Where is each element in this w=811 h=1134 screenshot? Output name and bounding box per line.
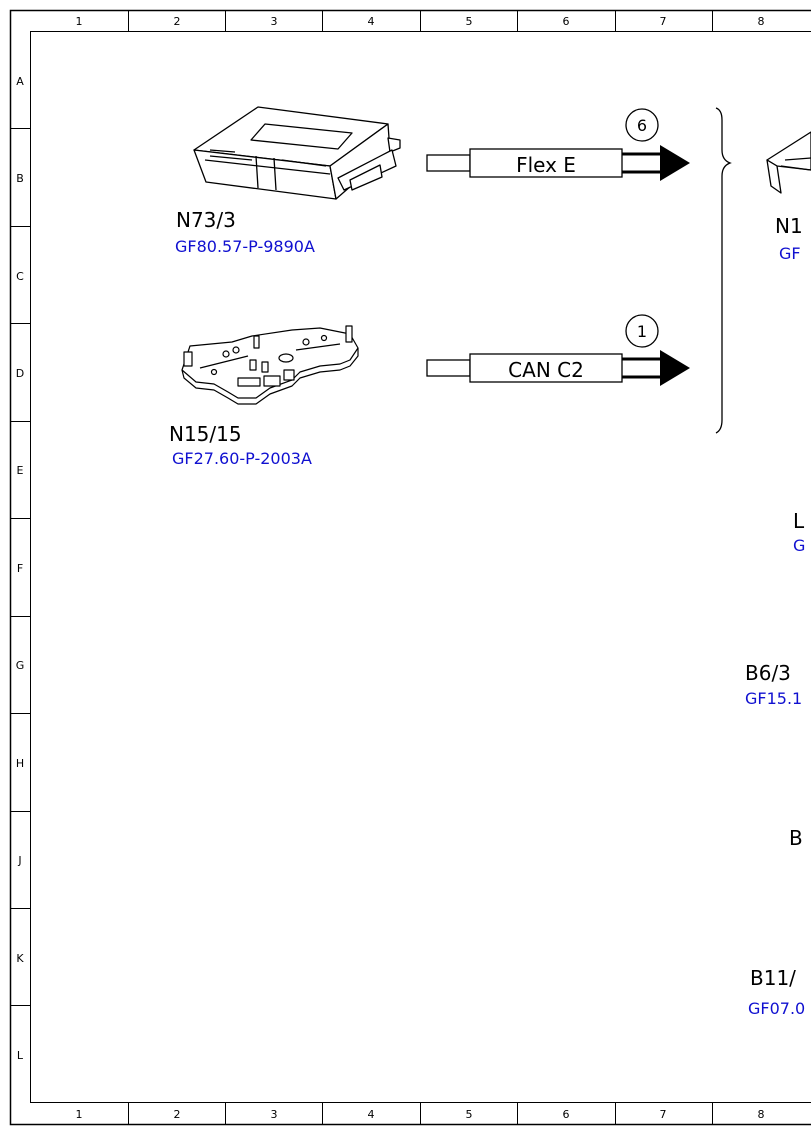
- column-number: 1: [76, 1108, 83, 1121]
- row-letter: F: [17, 562, 23, 575]
- column-number: 7: [660, 15, 667, 28]
- bus-label: Flex E: [516, 153, 576, 177]
- row-letters: A B C D E F G H J K L: [16, 75, 25, 1062]
- component-id: N1: [775, 214, 803, 238]
- column-numbers-top: 1 2 3 4 5 6 7 8: [76, 15, 765, 28]
- component-id: B: [789, 826, 803, 850]
- column-number: 2: [174, 1108, 181, 1121]
- component-id: N73/3: [176, 208, 236, 232]
- row-letter: A: [16, 75, 24, 88]
- reference-link[interactable]: GF27.60-P-2003A: [172, 449, 312, 468]
- row-letter: D: [16, 367, 24, 380]
- sheet-frame: [9, 9, 811, 1126]
- row-letter: L: [17, 1049, 24, 1062]
- column-number: 4: [368, 1108, 375, 1121]
- reference-link[interactable]: GF80.57-P-9890A: [175, 237, 315, 256]
- bus-label: CAN C2: [508, 358, 584, 382]
- column-number: 6: [563, 1108, 570, 1121]
- reference-link[interactable]: GF15.1: [745, 689, 802, 708]
- column-numbers-bottom: 1 2 3 4 5 6 7 8: [76, 1108, 765, 1121]
- column-number: 8: [758, 1108, 765, 1121]
- partial-module-icon: [766, 131, 811, 194]
- column-number: 7: [660, 1108, 667, 1121]
- column-number: 3: [271, 1108, 278, 1121]
- row-letter: H: [16, 757, 24, 770]
- component-id: L: [793, 509, 805, 533]
- reference-link[interactable]: G: [793, 536, 805, 555]
- column-number: 5: [466, 15, 473, 28]
- component-id: N15/15: [169, 422, 242, 446]
- row-ticks: [10, 128, 30, 1006]
- bus-badge: 6: [637, 116, 647, 135]
- row-letter: B: [16, 172, 24, 185]
- grouping-brace: [715, 107, 732, 434]
- column-number: 3: [271, 15, 278, 28]
- electrohydraulic-plate-icon: [181, 325, 359, 405]
- bus-arrow-can-c2: CAN C2 1: [426, 314, 690, 386]
- bus-arrow-flex-e: Flex E 6: [426, 108, 690, 181]
- row-letter: K: [16, 952, 24, 965]
- row-letter: E: [17, 464, 24, 477]
- column-number: 1: [76, 15, 83, 28]
- column-number: 6: [563, 15, 570, 28]
- component-id: B6/3: [745, 661, 791, 685]
- row-letter: J: [17, 854, 21, 867]
- column-number: 2: [174, 15, 181, 28]
- column-number: 8: [758, 15, 765, 28]
- component-id: B11/: [750, 966, 796, 990]
- component-n15-15[interactable]: N15/15 GF27.60-P-2003A: [169, 422, 312, 468]
- right-edge-labels: N1 GF L G B6/3 GF15.1 B B11/ GF07.0: [745, 214, 805, 1018]
- bus-badge: 1: [637, 322, 647, 341]
- reference-link[interactable]: GF07.0: [748, 999, 805, 1018]
- row-letter: C: [16, 270, 24, 283]
- row-letter: G: [16, 659, 25, 672]
- component-n73-3[interactable]: N73/3 GF80.57-P-9890A: [175, 208, 315, 256]
- reference-link[interactable]: GF: [779, 244, 801, 263]
- control-module-icon: [193, 106, 401, 200]
- column-number: 5: [466, 1108, 473, 1121]
- column-number: 4: [368, 15, 375, 28]
- column-ticks: [128, 10, 713, 1124]
